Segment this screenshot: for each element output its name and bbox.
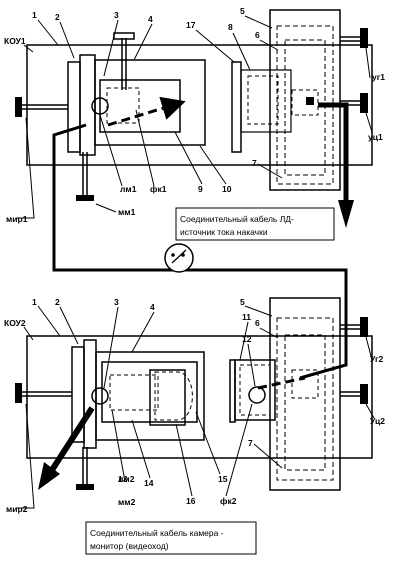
- bottom-housing: [26, 335, 373, 459]
- bottom-right-connector-upper[interactable]: [360, 317, 368, 337]
- top-laser-chip: [306, 97, 314, 105]
- bottom-assembly: [15, 297, 373, 491]
- label-4-top: 4: [148, 14, 153, 24]
- caption-ld-line2: источник тока накачки: [180, 227, 268, 237]
- label-yu2: Уц2: [370, 416, 385, 426]
- top-right-module: [269, 9, 341, 191]
- label-9: 9: [198, 184, 203, 194]
- top-camera-inner: [106, 87, 140, 124]
- label-3-top: 3: [114, 10, 119, 20]
- caption-camera-line1: Соединительный кабель камера -: [90, 528, 224, 538]
- top-mount-foot: [76, 195, 94, 201]
- top-lens-plate: [231, 61, 242, 153]
- top-lens-tube: [240, 69, 292, 133]
- label-fk2: фк2: [220, 496, 237, 506]
- bottom-beam-arrow: [257, 376, 306, 390]
- bottom-left-connector[interactable]: [15, 383, 22, 403]
- bottom-lens-circle: [91, 387, 109, 405]
- label-1-top: 1: [32, 10, 37, 20]
- top-right-connector-upper[interactable]: [360, 28, 368, 48]
- label-yu1: уц1: [368, 132, 383, 142]
- top-lens-circle: [91, 97, 109, 115]
- label-mm1: мм1: [118, 207, 136, 217]
- bottom-inner-box: [95, 351, 205, 441]
- top-adjust-knob[interactable]: [113, 32, 135, 40]
- label-6-bottom: 6: [255, 318, 260, 328]
- label-15: 15: [218, 474, 228, 484]
- label-16: 16: [186, 496, 196, 506]
- label-17: 17: [186, 20, 196, 30]
- label-yr2: Уг2: [370, 354, 384, 364]
- bottom-laser-ring: [248, 386, 266, 404]
- caption-ld-line1: Соединительный кабель ЛД-: [180, 214, 294, 224]
- label-7-bottom: 7: [248, 438, 253, 448]
- bottom-mount-foot: [76, 484, 94, 490]
- label-lm2: лм2: [118, 474, 135, 484]
- label-14: 14: [144, 478, 154, 488]
- label-12: 12: [242, 334, 252, 344]
- caption-box-ld: [175, 207, 335, 241]
- top-ld-cable: [318, 102, 349, 200]
- label-5-top: 5: [240, 6, 245, 16]
- current-source-gauge: [164, 243, 194, 273]
- top-inner-box: [94, 59, 206, 146]
- top-laser-diode: [291, 89, 319, 116]
- label-10: 10: [222, 184, 232, 194]
- label-13: 13: [118, 474, 128, 484]
- label-yr1: уг1: [372, 72, 385, 82]
- caption-camera-line2: монитор (видеоход): [90, 541, 169, 551]
- top-labels: 1 2 3 4 5 6 7 8 17 9 10 КОУ1 уг1 уц1 мир…: [4, 6, 385, 241]
- label-6-top: 6: [255, 30, 260, 40]
- label-8-top: 8: [228, 22, 233, 32]
- label-mm2: мм2: [118, 497, 136, 507]
- top-lens-tube-inner: [247, 75, 279, 125]
- label-kou1: КОУ1: [4, 36, 26, 46]
- top-left-mount: [67, 61, 81, 153]
- top-assembly: [15, 9, 373, 330]
- bottom-labels: 1 2 3 4 5 6 7 11 12 13 14 15 16 КОУ2 Уг2…: [4, 297, 385, 555]
- top-right-module-inner: [276, 25, 334, 185]
- top-left-connector[interactable]: [15, 97, 22, 117]
- label-2-bottom: 2: [55, 297, 60, 307]
- bottom-right-module: [269, 297, 341, 491]
- bottom-right-connector-lower[interactable]: [360, 384, 368, 404]
- label-7-top: 7: [252, 158, 257, 168]
- label-2-top: 2: [55, 12, 60, 22]
- label-4-bottom: 4: [150, 302, 155, 312]
- label-5-bottom: 5: [240, 297, 245, 307]
- top-beam-arrow: [107, 96, 186, 127]
- label-1-bottom: 1: [32, 297, 37, 307]
- label-mp2: мир2: [6, 504, 28, 514]
- top-left-cable: [52, 123, 348, 330]
- label-11: 11: [242, 312, 251, 322]
- label-lm1: лм1: [120, 184, 137, 194]
- bottom-camera-cable: [49, 406, 95, 472]
- label-mp1: мир1: [6, 214, 28, 224]
- caption-box-camera: [85, 521, 257, 555]
- label-3-bottom: 3: [114, 297, 119, 307]
- label-kou2: КОУ2: [4, 318, 26, 328]
- label-fk1: фк1: [150, 184, 167, 194]
- top-right-connector-lower[interactable]: [360, 93, 368, 113]
